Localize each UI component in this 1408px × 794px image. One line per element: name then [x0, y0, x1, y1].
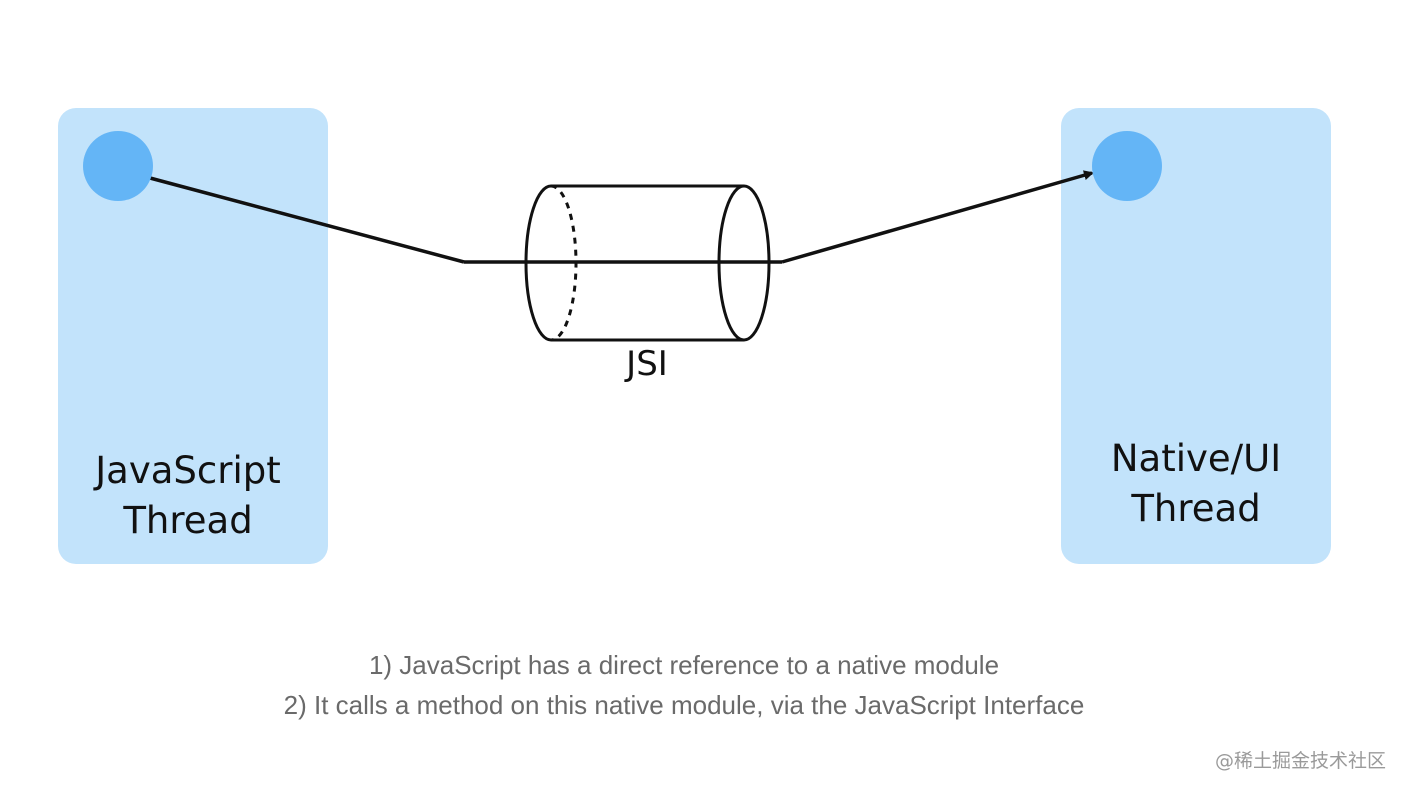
javascript-thread-label: JavaScript Thread: [53, 446, 323, 546]
native-ui-thread-label-line-1: Native/UI: [1110, 437, 1282, 480]
javascript-thread-label-line-2: Thread: [123, 499, 253, 542]
javascript-thread-label-line-1: JavaScript: [95, 449, 281, 492]
caption-line-1: 1) JavaScript has a direct reference to …: [368, 650, 1000, 680]
native-ui-thread-label-line-2: Thread: [1131, 487, 1261, 530]
caption-line-2: 2) It calls a method on this native modu…: [283, 690, 1085, 720]
watermark: @稀土掘金技术社区: [1214, 750, 1386, 772]
js-to-bridge-line: [149, 176, 465, 264]
javascript-thread-dot: [83, 131, 153, 201]
native-thread-dot: [1092, 131, 1162, 201]
jsi-label: JSI: [626, 344, 668, 384]
native-ui-thread-label: Native/UI Thread: [1061, 434, 1331, 534]
bridge-to-native-arrow: [781, 170, 1094, 264]
